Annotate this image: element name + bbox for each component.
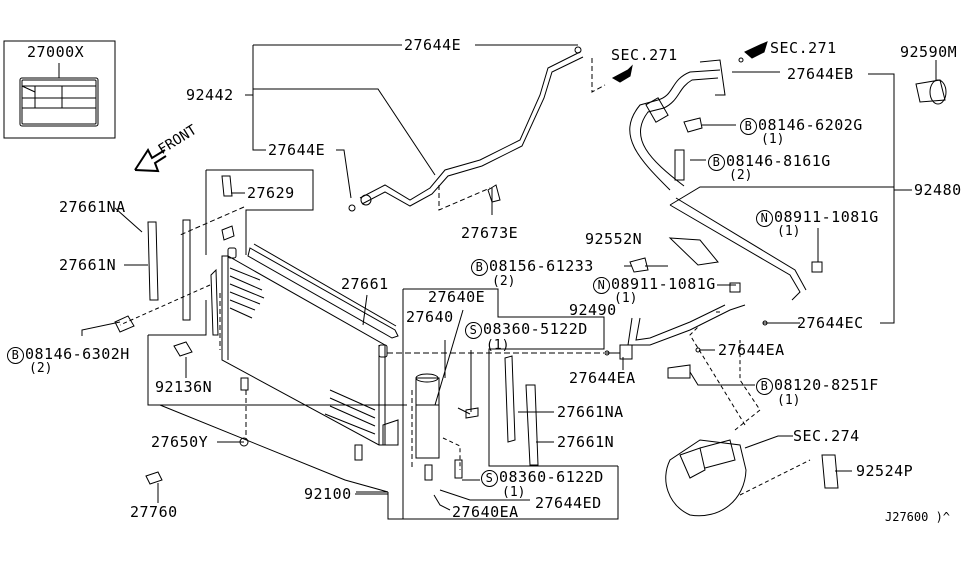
section-ref-sec274[interactable]: SEC.274 (793, 427, 860, 445)
quantity-08146-6202G: (1) (761, 132, 785, 147)
bolt-icons (114, 175, 249, 485)
quantity-08156-61233: (2) (492, 274, 516, 289)
screw-prefix-badge: S (465, 322, 482, 339)
condenser-92100 (119, 206, 399, 461)
bolt-prefix-badge: B (708, 154, 725, 171)
part-number: 08146-6302H (25, 345, 130, 363)
part-number: 08146-6202G (758, 116, 863, 134)
quantity-08120-8251F: (1) (777, 393, 801, 408)
part-label-27644E-mid[interactable]: 27644E (268, 141, 326, 159)
part-label-27644EA-left[interactable]: 27644EA (569, 369, 636, 387)
front-arrow-icon (134, 147, 167, 173)
part-label-27640EA[interactable]: 27640EA (452, 503, 519, 521)
quantity-08911-1081G-right: (1) (777, 224, 801, 239)
hose-92480 (629, 59, 807, 301)
leader-lines (81, 44, 624, 520)
quantity-08360-6122D: (1) (502, 485, 526, 500)
right-leaders (604, 57, 947, 472)
part-label-92100[interactable]: 92100 (304, 485, 352, 503)
section-ref-sec271-right[interactable]: SEC.271 (770, 39, 837, 57)
compressor (665, 324, 839, 517)
part-number: 08360-6122D (499, 468, 604, 486)
part-label-27650Y[interactable]: 27650Y (151, 433, 209, 451)
part-label-92552N[interactable]: 92552N (585, 230, 643, 248)
quantity-08911-1081G-mid: (1) (614, 291, 638, 306)
part-label-27661NA-left[interactable]: 27661NA (59, 198, 126, 216)
part-label-27644ED[interactable]: 27644ED (535, 494, 602, 512)
hose-92490 (606, 304, 746, 360)
part-number: 08156-61233 (489, 257, 594, 275)
bolt-prefix-badge: B (7, 347, 24, 364)
seal-strips-right (504, 355, 539, 466)
part-label-92136N[interactable]: 92136N (155, 378, 213, 396)
diagram-id-stamp: J27600 )^ (885, 510, 951, 524)
part-number: 08911-1081G (774, 208, 879, 226)
part-label-92442[interactable]: 92442 (186, 86, 234, 104)
pipe-27644E (348, 46, 606, 212)
part-number: 08120-8251F (774, 376, 879, 394)
part-label-92490[interactable]: 92490 (569, 301, 617, 319)
receiver-drier-27640 (387, 352, 604, 481)
screw-prefix-badge: S (481, 470, 498, 487)
part-number: 08360-5122D (483, 320, 588, 338)
quantity-08146-6302H: (2) (29, 361, 53, 376)
part-label-27644E-top[interactable]: 27644E (404, 36, 462, 54)
bolt-prefix-badge: B (740, 118, 757, 135)
part-label-27640E[interactable]: 27640E (428, 288, 486, 306)
bolt-prefix-badge: B (756, 378, 773, 395)
part-label-27661NA-right[interactable]: 27661NA (557, 403, 624, 421)
quantity-08146-8161G: (2) (729, 168, 753, 183)
section-ref-sec271-left[interactable]: SEC.271 (611, 46, 678, 64)
nut-prefix-badge: N (593, 277, 610, 294)
sec-arrow-icons (611, 41, 768, 83)
part-label-27644EB[interactable]: 27644EB (787, 65, 854, 83)
quantity-08360-5122D: (1) (486, 338, 510, 353)
part-label-27644EA-right[interactable]: 27644EA (718, 341, 785, 359)
part-label-92524P[interactable]: 92524P (856, 462, 914, 480)
bolt-prefix-badge: B (471, 259, 488, 276)
part-label-92480[interactable]: 92480 (914, 181, 962, 199)
part-number: 08911-1081G (611, 275, 716, 293)
part-label-27661[interactable]: 27661 (341, 275, 389, 293)
part-label-27640[interactable]: 27640 (406, 308, 454, 326)
part-label-92590M[interactable]: 92590M (900, 43, 958, 61)
nut-prefix-badge: N (756, 210, 773, 227)
part-label-27661N-right[interactable]: 27661N (557, 433, 615, 451)
label-box-frame (3, 40, 116, 139)
part-number: 08146-8161G (726, 152, 831, 170)
part-label-27644EC[interactable]: 27644EC (797, 314, 864, 332)
part-label-27661N-left[interactable]: 27661N (59, 256, 117, 274)
seal-strips-left (147, 219, 191, 321)
part-label-27673E[interactable]: 27673E (461, 224, 519, 242)
part-label-27629[interactable]: 27629 (247, 184, 295, 202)
part-label-27000X[interactable]: 27000X (27, 43, 85, 61)
part-label-27760[interactable]: 27760 (130, 503, 178, 521)
